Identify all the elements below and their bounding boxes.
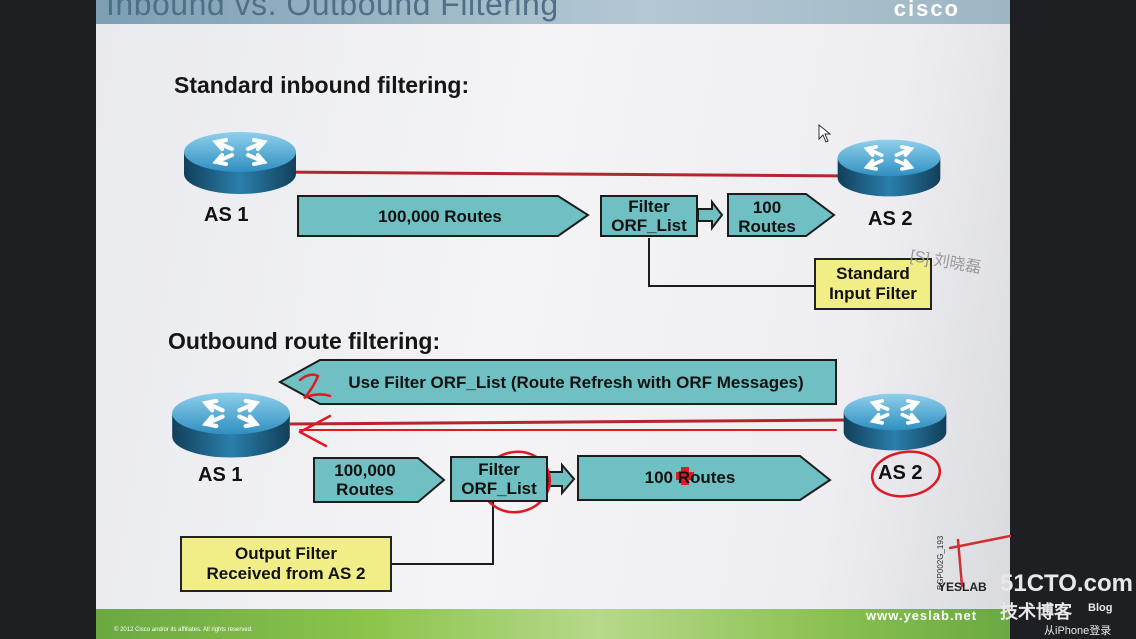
slide-title: Inbound vs. Outbound Filtering	[106, 0, 559, 22]
inbound-routes-label: 100,000 Routes	[378, 206, 502, 226]
inbound-note: Standard Input Filter	[814, 258, 932, 310]
blog-watermark-cn: 技术博客	[1000, 602, 1072, 622]
outbound-as1-label: AS 1	[198, 464, 243, 486]
mouse-cursor-icon	[818, 124, 832, 143]
outbound-note-connector	[392, 502, 494, 565]
outbound-result-label: 100 Routes	[644, 467, 736, 487]
footer-strip	[96, 609, 1010, 639]
outbound-routes-arrow	[313, 457, 446, 503]
outbound-result-arrow	[577, 455, 832, 501]
outbound-filter-box: Filter ORF_List	[450, 456, 548, 502]
outbound-filter-connector	[547, 462, 576, 496]
iphone-watermark: 从iPhone登录	[1044, 625, 1112, 637]
outbound-as2-label: AS 2	[878, 462, 923, 484]
inbound-routes-arrow	[297, 195, 590, 237]
router-icon	[182, 130, 298, 196]
outbound-message-arrow	[277, 359, 837, 405]
site-watermark: 51CTO.com	[1000, 570, 1133, 597]
inbound-result-label: 100 Routes	[738, 198, 796, 236]
inbound-filter-box: Filter ORF_List	[600, 195, 698, 237]
router-icon	[172, 392, 290, 457]
inbound-filter-connector	[697, 199, 724, 231]
slide-header	[96, 0, 1010, 24]
inbound-heading: Standard inbound filtering:	[174, 72, 470, 98]
footer-url: www.yeslab.net	[866, 608, 978, 623]
yeslab-mark: YESLAB	[938, 580, 987, 594]
inbound-link-line	[269, 170, 861, 178]
outbound-link-line	[289, 418, 853, 426]
cisco-logo: cisco	[893, 0, 960, 21]
blog-watermark-en: Blog	[1088, 602, 1113, 614]
outbound-routes-label: 100,000 Routes	[334, 461, 396, 499]
inbound-as2-label: AS 2	[868, 208, 913, 230]
inbound-note-connector	[648, 238, 814, 287]
router-icon	[835, 137, 943, 199]
inbound-as1-label: AS 1	[204, 204, 249, 226]
annotation-marks	[298, 373, 1012, 588]
outbound-message-label: Use Filter ORF_List (Route Refresh with …	[348, 372, 804, 392]
footer-copyright: © 2012 Cisco and/or its affiliates. All …	[114, 627, 253, 633]
slide: Inbound vs. Outbound Filtering cisco	[96, 0, 1010, 639]
outbound-heading: Outbound route filtering:	[168, 328, 441, 354]
annotation-cross-icon	[676, 467, 694, 485]
inbound-result-arrow	[727, 193, 836, 237]
router-icon	[841, 391, 949, 453]
outbound-note: Output Filter Received from AS 2	[180, 536, 392, 592]
